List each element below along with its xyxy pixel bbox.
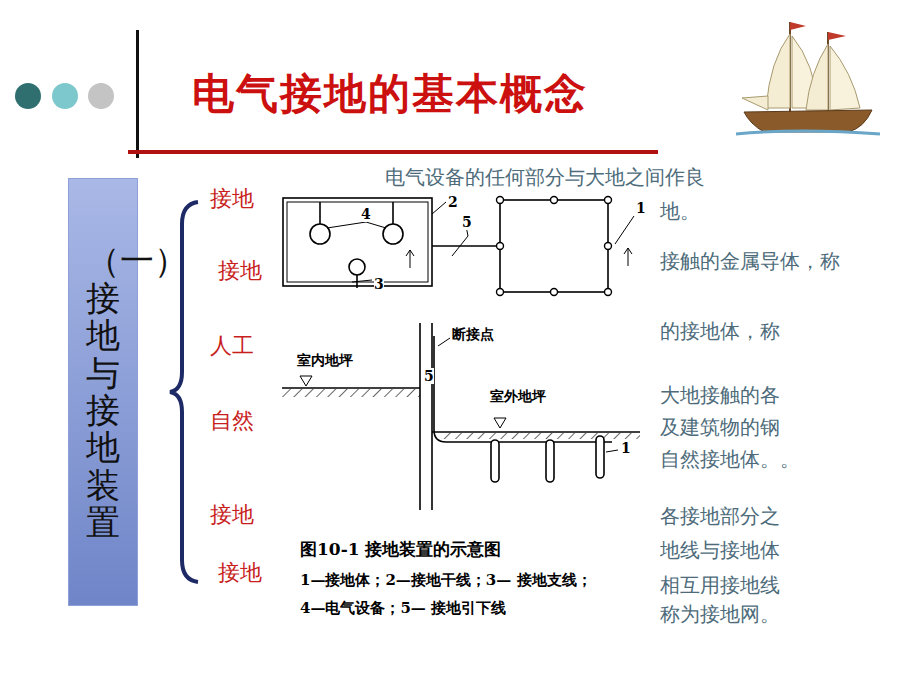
- figure-label: 室内地坪: [297, 352, 353, 370]
- sailboat-picture: [736, 22, 880, 134]
- term-label: 接地: [218, 256, 262, 286]
- figure-label: 室外地坪: [490, 388, 546, 406]
- vertical-rule: [136, 30, 139, 158]
- definition-fragment: 各接地部分之: [660, 503, 780, 530]
- definition-fragment: 电气设备的任何部分与大地之间作良: [385, 164, 705, 191]
- callout-number: 1: [621, 440, 631, 456]
- grounding-section-drawing: [282, 323, 640, 510]
- definition-fragment: 自然接地体。。: [660, 446, 800, 473]
- figure-legend-text: 1—接地体；2—接地干线；3— 接地支线；4—电气设备；5— 接地引下线: [300, 566, 600, 622]
- definition-fragment: 的接地体，称: [660, 318, 780, 345]
- ring-electrode-dots: [497, 197, 612, 296]
- term-label: 接地: [210, 184, 254, 214]
- definition-fragment: 地。: [660, 198, 700, 225]
- brace: [170, 202, 198, 582]
- definition-fragment: 及建筑物的钢: [660, 414, 780, 441]
- term-label: 接地: [218, 558, 262, 588]
- figure-caption: 图10-1 接地装置的示意图: [300, 538, 501, 561]
- figure-label: 断接点: [452, 326, 494, 344]
- definition-fragment: 地线与接地体: [660, 537, 780, 564]
- vertical-heading: （一）接地与接地装置: [86, 242, 120, 541]
- definition-fragment: 接触的金属导体，称: [660, 248, 840, 275]
- title-underline: [128, 150, 658, 154]
- section-band: （一）接地与接地装置: [68, 178, 138, 606]
- callout-number: 2: [448, 194, 458, 210]
- definition-fragment: 大地接触的各: [660, 382, 780, 409]
- callout-number: 3: [374, 276, 384, 292]
- figure-panel: [265, 192, 655, 674]
- deco-dot: [15, 83, 41, 109]
- callout-number: 1: [636, 200, 646, 216]
- callout-number: 5: [462, 214, 472, 230]
- term-label: 人工: [210, 331, 254, 361]
- callout-number: 4: [361, 206, 371, 222]
- callout-number: 5: [424, 368, 434, 384]
- definition-fragment: 称为接地网。: [660, 601, 780, 628]
- definition-fragment: 相互用接地线: [660, 572, 780, 599]
- grounding-plan-drawing: [283, 198, 634, 292]
- term-label: 接地: [210, 500, 254, 530]
- deco-dot: [88, 83, 114, 109]
- slide-title: 电气接地的基本概念: [192, 66, 588, 122]
- deco-dot: [52, 83, 78, 109]
- term-label: 自然: [210, 406, 254, 436]
